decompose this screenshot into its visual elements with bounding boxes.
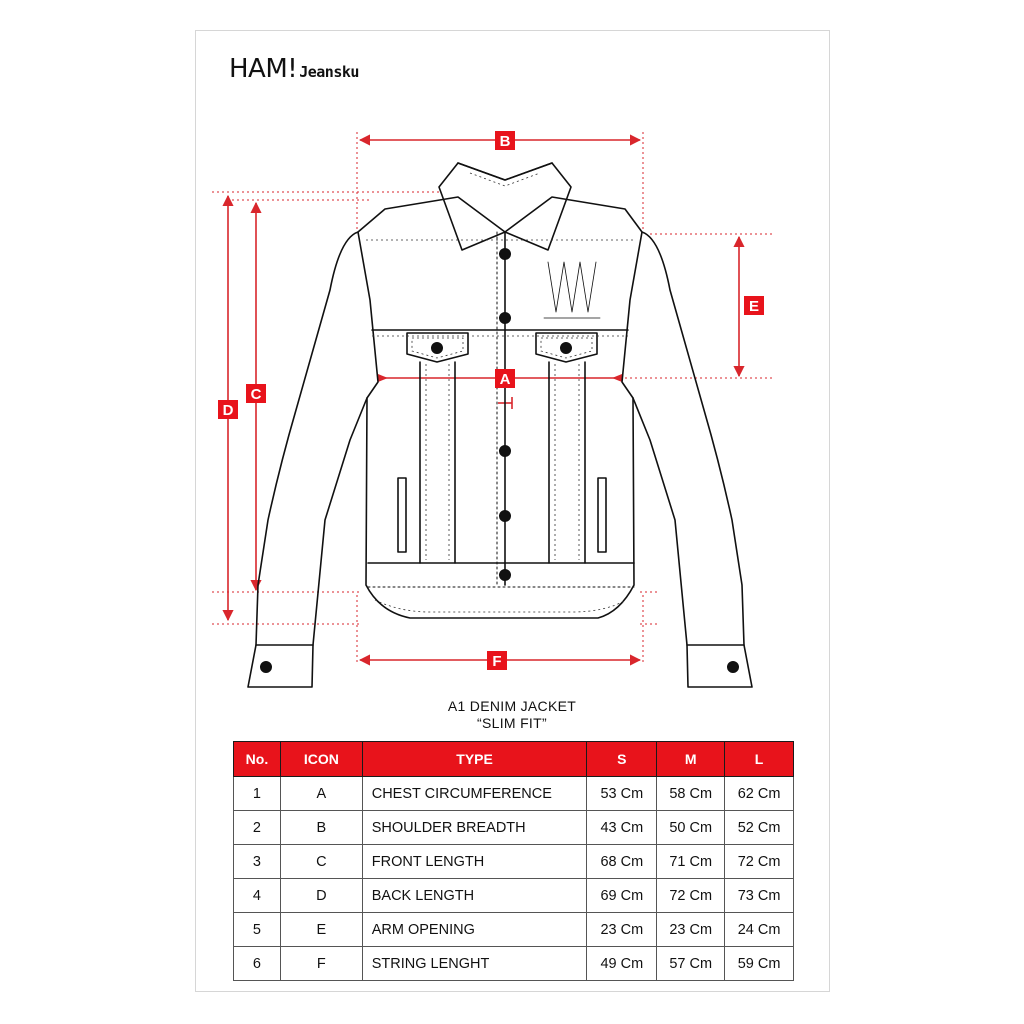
button-icon [499, 312, 511, 324]
marker-f: F [487, 651, 507, 670]
marker-c: C [246, 384, 266, 403]
marker-e: E [744, 296, 764, 315]
cell-no: 6 [233, 946, 281, 981]
cell-l: 62 Cm [724, 776, 794, 811]
cell-l: 24 Cm [724, 912, 794, 947]
cell-type: FRONT LENGTH [361, 844, 588, 879]
cell-s: 49 Cm [586, 946, 658, 981]
cell-m: 71 Cm [656, 844, 726, 879]
button-icon [499, 569, 511, 581]
cell-type: ARM OPENING [361, 912, 588, 947]
cell-icon: B [279, 810, 363, 845]
button-icon [260, 661, 272, 673]
header-icon: ICON [279, 741, 363, 777]
button-icon [727, 661, 739, 673]
cell-m: 50 Cm [656, 810, 726, 845]
button-icon [499, 510, 511, 522]
cell-s: 68 Cm [586, 844, 658, 879]
jacket-body [357, 196, 643, 619]
cell-no: 4 [233, 878, 281, 913]
cell-l: 59 Cm [724, 946, 794, 981]
table-row: 4 D BACK LENGTH 69 Cm 72 Cm 73 Cm [233, 878, 794, 913]
product-name: A1 DENIM JACKET [447, 698, 577, 714]
table-row: 3 C FRONT LENGTH 68 Cm 71 Cm 72 Cm [233, 844, 794, 879]
marker-d-label: D [223, 402, 234, 419]
cell-m: 72 Cm [656, 878, 726, 913]
cell-type: BACK LENGTH [361, 878, 588, 913]
table-row: 1 A CHEST CIRCUMFERENCE 53 Cm 58 Cm 62 C… [233, 776, 794, 811]
cell-type: STRING LENGHT [361, 946, 588, 981]
guide-lines [212, 132, 775, 665]
cell-type: SHOULDER BREADTH [361, 810, 588, 845]
marker-b-label: B [500, 133, 511, 150]
button-icon [499, 248, 511, 260]
jacket-buttons [260, 248, 739, 673]
dimension-lines [222, 134, 745, 666]
brand-name-script: Jeansku [299, 63, 359, 81]
header-l: L [724, 741, 794, 777]
cell-no: 2 [233, 810, 281, 845]
cell-no: 1 [233, 776, 281, 811]
marker-b: B [495, 131, 515, 150]
cell-m: 58 Cm [656, 776, 726, 811]
marker-f-label: F [492, 653, 501, 670]
header-m: M [656, 741, 726, 777]
cell-s: 69 Cm [586, 878, 658, 913]
cell-icon: D [279, 878, 363, 913]
header-no: No. [233, 741, 281, 777]
cell-type: CHEST CIRCUMFERENCE [361, 776, 588, 811]
cell-s: 53 Cm [586, 776, 658, 811]
marker-e-label: E [749, 298, 759, 315]
cell-no: 3 [233, 844, 281, 879]
brand-logo: HAM!Jeansku [229, 54, 359, 84]
button-icon [499, 445, 511, 457]
cell-m: 57 Cm [656, 946, 726, 981]
cell-icon: E [279, 912, 363, 947]
size-table-header: No. ICON TYPE S M L [233, 741, 794, 777]
size-table: No. ICON TYPE S M L 1 A CHEST CIRCUMFERE… [233, 741, 794, 981]
cell-icon: F [279, 946, 363, 981]
cell-icon: A [279, 776, 363, 811]
cell-icon: C [279, 844, 363, 879]
cell-l: 52 Cm [724, 810, 794, 845]
brand-name-main: HAM! [229, 54, 298, 84]
cell-no: 5 [233, 912, 281, 947]
table-row: 5 E ARM OPENING 23 Cm 23 Cm 24 Cm [233, 912, 794, 947]
marker-a-label: A [500, 371, 511, 388]
header-type: TYPE [361, 741, 588, 777]
marker-a: A [495, 369, 515, 388]
cell-m: 23 Cm [656, 912, 726, 947]
jacket-outline [247, 162, 753, 688]
marker-c-label: C [251, 386, 262, 403]
table-row: 2 B SHOULDER BREADTH 43 Cm 50 Cm 52 Cm [233, 810, 794, 845]
cell-l: 72 Cm [724, 844, 794, 879]
button-icon [431, 342, 443, 354]
product-fit: “SLIM FIT” [477, 715, 547, 731]
button-icon [560, 342, 572, 354]
left-sleeve [247, 231, 368, 688]
cell-s: 43 Cm [586, 810, 658, 845]
header-s: S [586, 741, 658, 777]
cell-s: 23 Cm [586, 912, 658, 947]
right-sleeve [632, 231, 753, 688]
marker-d: D [218, 400, 238, 419]
table-row: 6 F STRING LENGHT 49 Cm 57 Cm 59 Cm [233, 946, 794, 981]
cell-l: 73 Cm [724, 878, 794, 913]
